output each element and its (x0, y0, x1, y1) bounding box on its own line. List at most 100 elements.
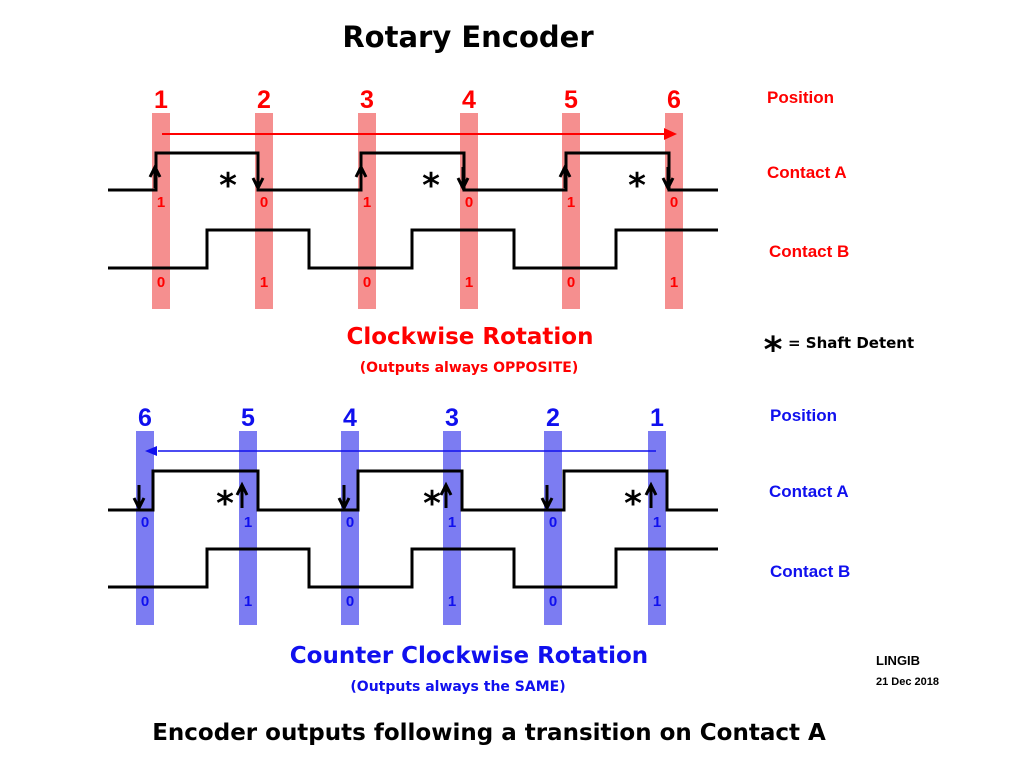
counter-clockwise-panel: * * * 6 5 4 3 2 1 0 1 0 1 0 1 0 1 0 1 0 1 Position Contac… (108, 404, 850, 695)
ccw-position-numbers: 6 5 4 3 2 1 (138, 404, 664, 432)
ccw-edge-up-arrow (644, 481, 658, 508)
cw-contact-a-value: 0 (465, 194, 473, 211)
cw-title: Clockwise Rotation (346, 324, 593, 350)
ccw-edge-up-arrow (439, 481, 453, 508)
ccw-contact-b-value: 0 (141, 593, 149, 610)
ccw-contact-b-values: 0 1 0 1 0 1 (141, 593, 661, 610)
cw-contact-b-value: 1 (260, 274, 268, 291)
ccw-position-band (239, 431, 257, 625)
cw-contact-b-values: 0 1 0 1 0 1 (157, 274, 678, 291)
cw-contact-b-value: 0 (363, 274, 371, 291)
cw-contact-b-value: 1 (465, 274, 473, 291)
ccw-position-number: 1 (650, 404, 664, 432)
diagram-title: Rotary Encoder (342, 20, 594, 54)
ccw-contact-a-value: 0 (141, 514, 149, 531)
cw-contact-a-value: 1 (567, 194, 575, 211)
ccw-edge-up-arrow (235, 481, 249, 508)
ccw-contact-b-value: 1 (653, 593, 661, 610)
cw-edge-up-arrow (354, 163, 368, 188)
ccw-detent-star: * (216, 484, 234, 524)
cw-position-number: 3 (360, 86, 374, 114)
detent-legend-text: = Shaft Detent (788, 334, 914, 352)
ccw-contact-a-value: 0 (549, 514, 557, 531)
cw-edge-up-arrow (148, 163, 162, 188)
clockwise-panel: * * * 1 2 3 4 5 6 1 0 1 0 1 0 0 1 0 1 0 1 Position Contac… (108, 86, 849, 376)
ccw-contact-b-value: 1 (448, 593, 456, 610)
cw-detent-star: * (219, 166, 237, 206)
cw-edge-arrows (148, 163, 675, 192)
ccw-subtitle: (Outputs always the SAME) (350, 679, 565, 695)
cw-detent-markers: * * * (219, 166, 646, 206)
cw-position-bands (152, 113, 683, 309)
ccw-position-number: 2 (546, 404, 560, 432)
ccw-contact-b-value: 0 (549, 593, 557, 610)
ccw-direction-arrow (145, 446, 656, 456)
cw-contact-a-value: 0 (670, 194, 678, 211)
ccw-waveforms (108, 469, 718, 589)
detent-legend-symbol: * (764, 330, 783, 371)
cw-direction-arrow (162, 128, 677, 140)
ccw-contact-a-value: 0 (346, 514, 354, 531)
ccw-contact-a-values: 0 1 0 1 0 1 (141, 514, 661, 531)
ccw-position-band (544, 431, 562, 625)
cw-contact-b-value: 1 (670, 274, 678, 291)
ccw-edge-down-arrow (540, 485, 554, 512)
ccw-contact-b-value: 1 (244, 593, 252, 610)
cw-contact-b-label: Contact B (769, 242, 849, 261)
ccw-position-band (648, 431, 666, 625)
cw-detent-star: * (422, 166, 440, 206)
ccw-position-band (443, 431, 461, 625)
ccw-edge-down-arrow (132, 485, 146, 512)
cw-contact-a-value: 0 (260, 194, 268, 211)
cw-contact-b-waveform (108, 228, 718, 270)
cw-contact-a-waveform (108, 151, 718, 192)
ccw-position-number: 4 (343, 404, 357, 432)
cw-position-number: 5 (564, 86, 578, 114)
ccw-contact-b-value: 0 (346, 593, 354, 610)
ccw-contact-a-label: Contact A (769, 482, 849, 501)
ccw-detent-star: * (624, 484, 642, 524)
cw-subtitle: (Outputs always OPPOSITE) (360, 360, 579, 376)
cw-position-number: 6 (667, 86, 681, 114)
cw-position-numbers: 1 2 3 4 5 6 (154, 86, 681, 114)
cw-contact-a-value: 1 (363, 194, 371, 211)
cw-position-label: Position (767, 88, 834, 107)
ccw-contact-b-waveform (108, 547, 718, 589)
ccw-position-bands (136, 431, 666, 625)
ccw-position-label: Position (770, 406, 837, 425)
cw-position-number: 1 (154, 86, 168, 114)
cw-edge-down-arrow (251, 167, 265, 192)
credit-date: 21 Dec 2018 (876, 676, 939, 688)
cw-detent-star: * (628, 166, 646, 206)
cw-contact-b-value: 0 (157, 274, 165, 291)
cw-contact-b-value: 0 (567, 274, 575, 291)
cw-position-number: 2 (257, 86, 271, 114)
cw-waveforms (108, 151, 718, 270)
ccw-position-number: 5 (241, 404, 255, 432)
cw-edge-down-arrow (456, 167, 470, 192)
cw-contact-a-values: 1 0 1 0 1 0 (157, 194, 678, 211)
cw-edge-down-arrow (661, 167, 675, 192)
bottom-caption: Encoder outputs following a transition o… (152, 720, 826, 746)
ccw-contact-a-value: 1 (653, 514, 661, 531)
ccw-detent-markers: * * * (216, 484, 642, 524)
cw-contact-a-label: Contact A (767, 163, 847, 182)
ccw-detent-star: * (423, 484, 441, 524)
ccw-edge-down-arrow (337, 485, 351, 512)
ccw-edge-arrows (132, 481, 658, 512)
cw-contact-a-value: 1 (157, 194, 165, 211)
credit-author: LINGIB (876, 653, 920, 668)
ccw-contact-a-value: 1 (448, 514, 456, 531)
detent-legend: * = Shaft Detent (764, 330, 915, 371)
ccw-title: Counter Clockwise Rotation (290, 643, 648, 669)
cw-edge-up-arrow (558, 163, 572, 188)
cw-position-number: 4 (462, 86, 476, 114)
ccw-position-band (341, 431, 359, 625)
ccw-contact-a-waveform (108, 469, 718, 512)
ccw-position-number: 3 (445, 404, 459, 432)
ccw-contact-b-label: Contact B (770, 562, 850, 581)
ccw-position-band (136, 431, 154, 625)
ccw-position-number: 6 (138, 404, 152, 432)
ccw-contact-a-value: 1 (244, 514, 252, 531)
